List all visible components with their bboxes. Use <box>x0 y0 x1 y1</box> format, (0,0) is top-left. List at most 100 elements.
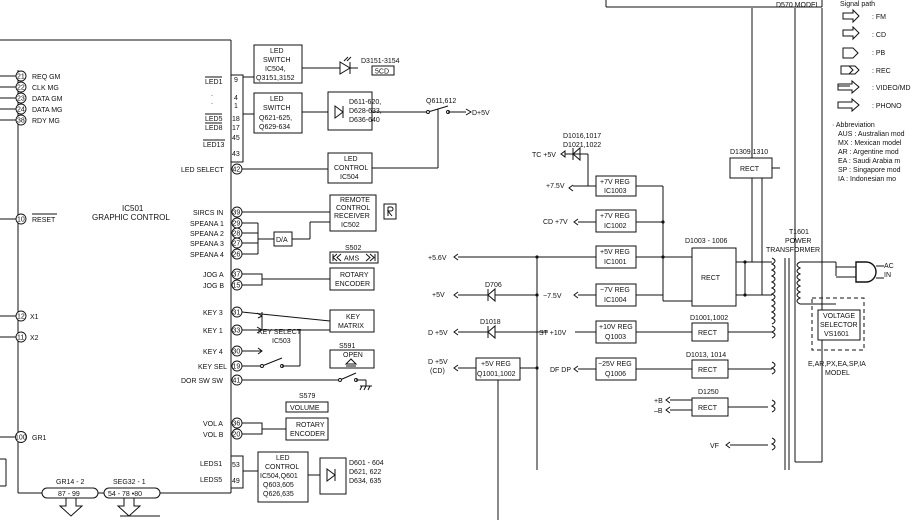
bus-seg-range: 54 - 78 •80 <box>108 491 142 498</box>
pin-label-dot-a: . <box>211 91 213 98</box>
ic501-bus: GR14 - 2 SEG32 - 1 87 - 99 54 - 78 •80 <box>41 479 161 517</box>
svg-text:SPEANA 3: SPEANA 3 <box>190 241 224 248</box>
svg-text:Q629-634: Q629-634 <box>259 124 290 131</box>
ac-in: AC IN <box>836 261 894 283</box>
rect-d1250: D1250 RECT +B –B <box>654 389 768 417</box>
svg-text:29: 29 <box>233 221 241 228</box>
svg-text:SWITCH: SWITCH <box>263 57 291 64</box>
svg-text:JOG A: JOG A <box>203 272 224 279</box>
rect-d1001: D1001,1002 RECT <box>690 315 772 342</box>
ams-switch: S502 AMS <box>329 245 379 264</box>
svg-text:KEY SEL: KEY SEL <box>198 364 227 371</box>
svg-text:11: 11 <box>17 335 24 342</box>
svg-text:−25V REG: −25V REG <box>598 361 632 368</box>
svg-text:18: 18 <box>232 116 240 123</box>
svg-text:Q621-625,: Q621-625, <box>259 115 292 122</box>
svg-text:ENCODER: ENCODER <box>335 281 370 288</box>
svg-text:LED: LED <box>276 455 290 462</box>
svg-text:POWER: POWER <box>785 238 811 245</box>
svg-text:ENCODER: ENCODER <box>290 431 325 438</box>
legend-label-fm: : FM <box>872 14 886 21</box>
reg-ic1003: +7.5V +7V REG IC1003 <box>546 175 663 197</box>
power-transformer: T1601 POWER TRANSFORMER <box>766 229 837 470</box>
svg-text:CONTROL: CONTROL <box>336 205 370 212</box>
svg-text:23: 23 <box>17 96 25 103</box>
legend-label-pb: : PB <box>872 50 886 57</box>
svg-text:VOLTAGE: VOLTAGE <box>823 313 855 320</box>
svg-text:53: 53 <box>232 462 240 469</box>
tc5v-rail: D1016,1017 D1021,1022 TC +5V <box>532 133 601 186</box>
svg-text:Q1001,1002: Q1001,1002 <box>477 371 516 378</box>
svg-text:RECT: RECT <box>698 330 718 337</box>
svg-text:IC1003: IC1003 <box>604 188 627 195</box>
remote-receiver: REMOTE CONTROL RECEIVER IC502 <box>242 194 397 232</box>
da-converter: D/A <box>242 221 330 255</box>
abbrev-3: EA : Saudi Arabia m <box>838 158 900 165</box>
svg-text:19: 19 <box>233 364 241 371</box>
d1018-label: D1018 <box>480 319 501 326</box>
bus-gr-name: GR14 - 2 <box>56 479 85 486</box>
svg-text:D636-640: D636-640 <box>349 117 380 124</box>
s591-label: S591 <box>339 343 355 350</box>
abbrev-title: · Abbreviation <box>832 122 875 129</box>
rect-d1001-label: D1001,1002 <box>690 315 728 322</box>
svg-text:LED: LED <box>344 156 358 163</box>
svg-text:IC503: IC503 <box>272 338 291 345</box>
arrow-double-icon <box>840 65 860 75</box>
svg-text:IC1002: IC1002 <box>604 223 627 230</box>
model-header-text: D570 MODEL <box>776 2 820 9</box>
svg-text:9: 9 <box>234 77 238 84</box>
svg-text:D621, 622: D621, 622 <box>349 469 381 476</box>
model-note-0: E,AR,PX,EA,SP,IA <box>808 361 866 368</box>
svg-text:SWITCH: SWITCH <box>263 105 291 112</box>
pin-label-x1: X1 <box>30 314 39 321</box>
legend-title: Signal path <box>840 1 875 8</box>
bus-seg-name: SEG32 - 1 <box>113 479 146 486</box>
ic501-desc: GRAPHIC CONTROL <box>92 213 170 222</box>
pin-label-led-select: LED SELECT <box>181 167 225 174</box>
key-select: KEY SELECT IC503 <box>242 329 302 368</box>
svg-text:31: 31 <box>233 310 241 317</box>
svg-text:RECT: RECT <box>701 275 721 282</box>
pin-label-clk-mg: CLK MG <box>32 85 59 92</box>
svg-text:17: 17 <box>232 125 240 132</box>
svg-text:43: 43 <box>232 151 240 158</box>
d706-label: D706 <box>485 282 502 289</box>
abbrev-5: IA : Indonesian mo <box>838 176 896 183</box>
pin-label-reset: RESET <box>32 217 56 224</box>
pin-label-data-gm: DATA GM <box>32 96 63 103</box>
dfdp-label: DF DP <box>550 367 571 374</box>
m75v-label: −7.5V <box>543 293 562 300</box>
svg-text:OPEN: OPEN <box>343 352 363 359</box>
abbrev-1: MX : Mexican model <box>838 140 902 147</box>
svg-text:30: 30 <box>233 349 241 356</box>
reg-q1006: DF DP −25V REG Q1006 <box>550 357 692 381</box>
svg-text:D/A: D/A <box>276 237 288 244</box>
pin-label-x2: X2 <box>30 335 39 342</box>
pin-label-req-gm: REQ GM <box>32 74 61 81</box>
svg-text:RECT: RECT <box>698 405 718 412</box>
svg-text:26: 26 <box>233 252 241 259</box>
svg-text:39: 39 <box>233 210 241 217</box>
mb-label: –B <box>654 408 663 415</box>
svg-text:RECEIVER: RECEIVER <box>334 213 370 220</box>
svg-text:15: 15 <box>233 283 241 290</box>
svg-text:IC504: IC504 <box>340 174 359 181</box>
svg-text:IN: IN <box>884 272 891 279</box>
led-switch-ic504: LED SWITCH IC504, Q3151,3152 D3151-3154 … <box>243 44 400 84</box>
pin-label-led1: LED1 <box>205 79 223 86</box>
rect-d1013-label: D1013, 1014 <box>686 352 726 359</box>
pin-label-leds1: LEDS1 <box>200 461 222 468</box>
svg-text:22: 22 <box>17 85 25 92</box>
svg-text:IC1001: IC1001 <box>604 259 627 266</box>
led-control-ic504-q601: LED CONTROL IC504,Q601 Q603,605 Q626,635… <box>243 451 384 503</box>
svg-text:ROTARY: ROTARY <box>296 422 325 429</box>
